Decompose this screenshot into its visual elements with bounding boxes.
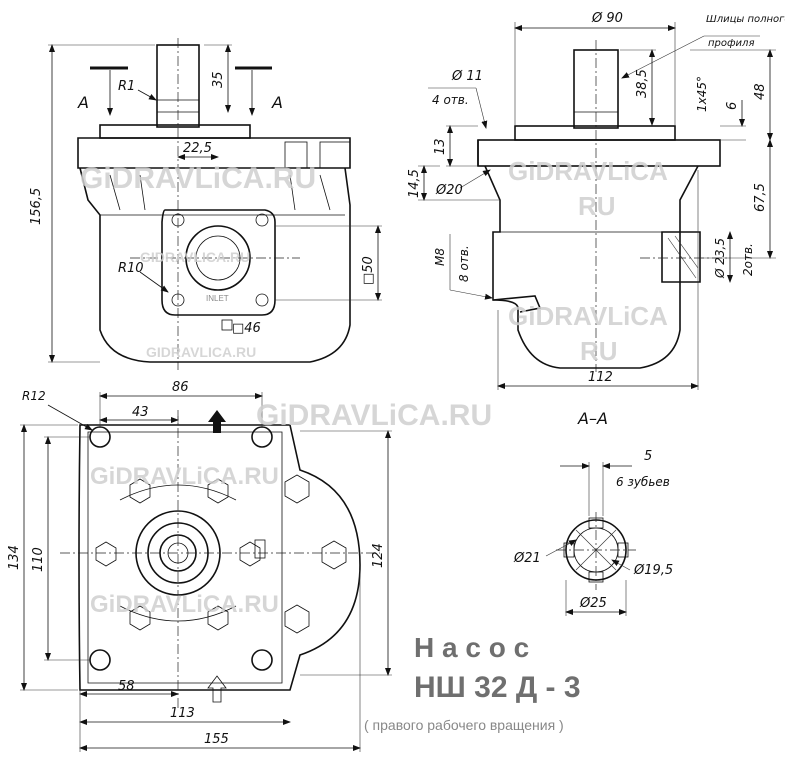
- watermarks: GiDRAVLiCA.RU GIDRAVLICA.RU GIDRAVLICA.R…: [80, 156, 668, 618]
- dim-14-5: 14,5: [407, 169, 422, 198]
- title-line-1: Н а с о с: [414, 632, 529, 663]
- dim-dia-23-5: Ø 23,5: [713, 238, 727, 279]
- title-block: Н а с о с НШ 32 Д - 3 ( правого рабочего…: [364, 632, 581, 733]
- dim-port-square-50: □50: [361, 256, 376, 285]
- watermark-bottom-1: GiDRAVLiCA.RU: [90, 463, 279, 490]
- dim-38-5: 38,5: [635, 69, 650, 98]
- dim-dia-90: Ø 90: [591, 11, 623, 26]
- watermark-bottom-2: GiDRAVLiCA.RU: [90, 591, 279, 618]
- dim-width-86: 86: [172, 380, 189, 395]
- watermark-center: GiDRAVLiCA.RU: [256, 399, 492, 432]
- dim-dia-20: Ø20: [435, 183, 463, 198]
- watermark-top: GiDRAVLiCA.RU: [80, 162, 316, 195]
- spline-note-2: профиля: [708, 38, 754, 49]
- front-view: A A R1 35 22,5 156,5 □50 R10 □46 INLET: [29, 38, 382, 370]
- thread-m8: M8: [433, 248, 447, 266]
- dim-chamfer: 1х45°: [695, 76, 709, 112]
- title-line-3: ( правого рабочего вращения ): [364, 717, 564, 733]
- dim-13: 13: [433, 138, 448, 155]
- dim-dia-11: Ø 11: [451, 69, 483, 84]
- dim-width-113: 113: [170, 706, 195, 721]
- teeth-count: 6 зубьев: [616, 475, 670, 489]
- section-label-right: A: [271, 93, 283, 112]
- section-label-left: A: [77, 93, 89, 112]
- spline-note-1: Шлицы полного: [706, 14, 785, 25]
- dim-height-110: 110: [31, 547, 46, 572]
- dim-height-156-5: 156,5: [29, 188, 44, 225]
- dim-shaft-35: 35: [211, 71, 226, 88]
- holes-2: 2отв.: [741, 243, 755, 276]
- side-view: Ø 90 Шлицы полного профиля 38,5 1х45° 6 …: [407, 11, 785, 428]
- watermark-side-top-ru: RU: [578, 191, 616, 221]
- watermark-front-small: GIDRAVLICA.RU: [140, 249, 250, 265]
- bottom-view: R12 86 43 134 110 124 58 113 155: [7, 380, 392, 752]
- watermark-side-bottom: GiDRAVLiCA: [508, 301, 668, 331]
- watermark-front-bottom: GIDRAVLICA.RU: [146, 344, 256, 360]
- title-line-2: НШ 32 Д - 3: [414, 671, 581, 704]
- holes-4: 4 отв.: [432, 93, 469, 107]
- inlet-label: INLET: [206, 294, 229, 303]
- dim-width-112: 112: [588, 370, 613, 385]
- radius-r12: R12: [22, 389, 46, 403]
- dim-dia-25: Ø25: [579, 596, 607, 611]
- holes-8: 8 отв.: [457, 245, 471, 282]
- spline-view: 5 6 зубьев Ø21 Ø19,5 Ø25: [513, 449, 673, 616]
- watermark-side-top: GiDRAVLiCA: [508, 156, 668, 186]
- dim-6: 6: [725, 102, 740, 110]
- dim-height-124: 124: [371, 543, 386, 568]
- radius-r1: R1: [118, 79, 135, 94]
- dim-dia-19-5: Ø19,5: [633, 563, 673, 578]
- dim-port-square-46: □46: [232, 321, 261, 336]
- dim-dia-21: Ø21: [513, 551, 541, 566]
- dim-height-134: 134: [7, 545, 22, 570]
- dim-width-43: 43: [132, 405, 149, 420]
- dim-spline-5: 5: [644, 449, 652, 464]
- dim-width-155: 155: [204, 732, 229, 747]
- dim-67-5: 67,5: [753, 183, 768, 212]
- dim-width-58: 58: [118, 679, 135, 694]
- watermark-side-bottom-ru: RU: [580, 336, 618, 366]
- dim-offset-22-5: 22,5: [183, 141, 212, 156]
- section-title: A–A: [577, 409, 608, 428]
- radius-r10: R10: [118, 261, 144, 276]
- dim-48: 48: [753, 83, 768, 100]
